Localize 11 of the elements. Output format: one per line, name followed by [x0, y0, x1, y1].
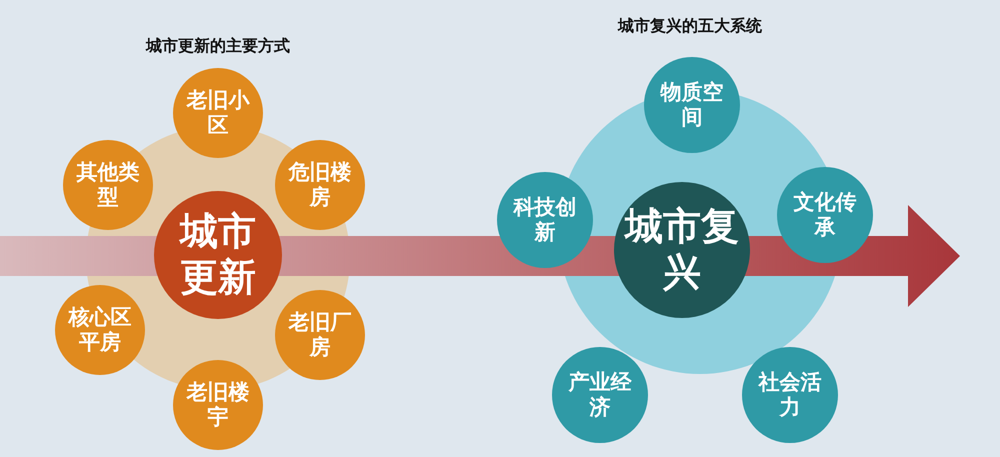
topic-circle: 其他类型: [63, 140, 153, 230]
section-heading: 城市复兴的五大系统: [618, 16, 762, 37]
topic-circle: 社会活力: [742, 347, 838, 443]
topic-circle: 老旧楼宇: [173, 360, 263, 450]
topic-circle: 老旧小区: [173, 68, 263, 158]
topic-circle: 核心区平房: [55, 285, 145, 375]
topic-circle: 老旧厂房: [275, 290, 365, 380]
topic-circle: 危旧楼房: [275, 140, 365, 230]
topic-circle: 物质空间: [644, 57, 740, 153]
topic-circle: 产业经济: [552, 347, 648, 443]
section-heading: 城市更新的主要方式: [146, 36, 290, 57]
